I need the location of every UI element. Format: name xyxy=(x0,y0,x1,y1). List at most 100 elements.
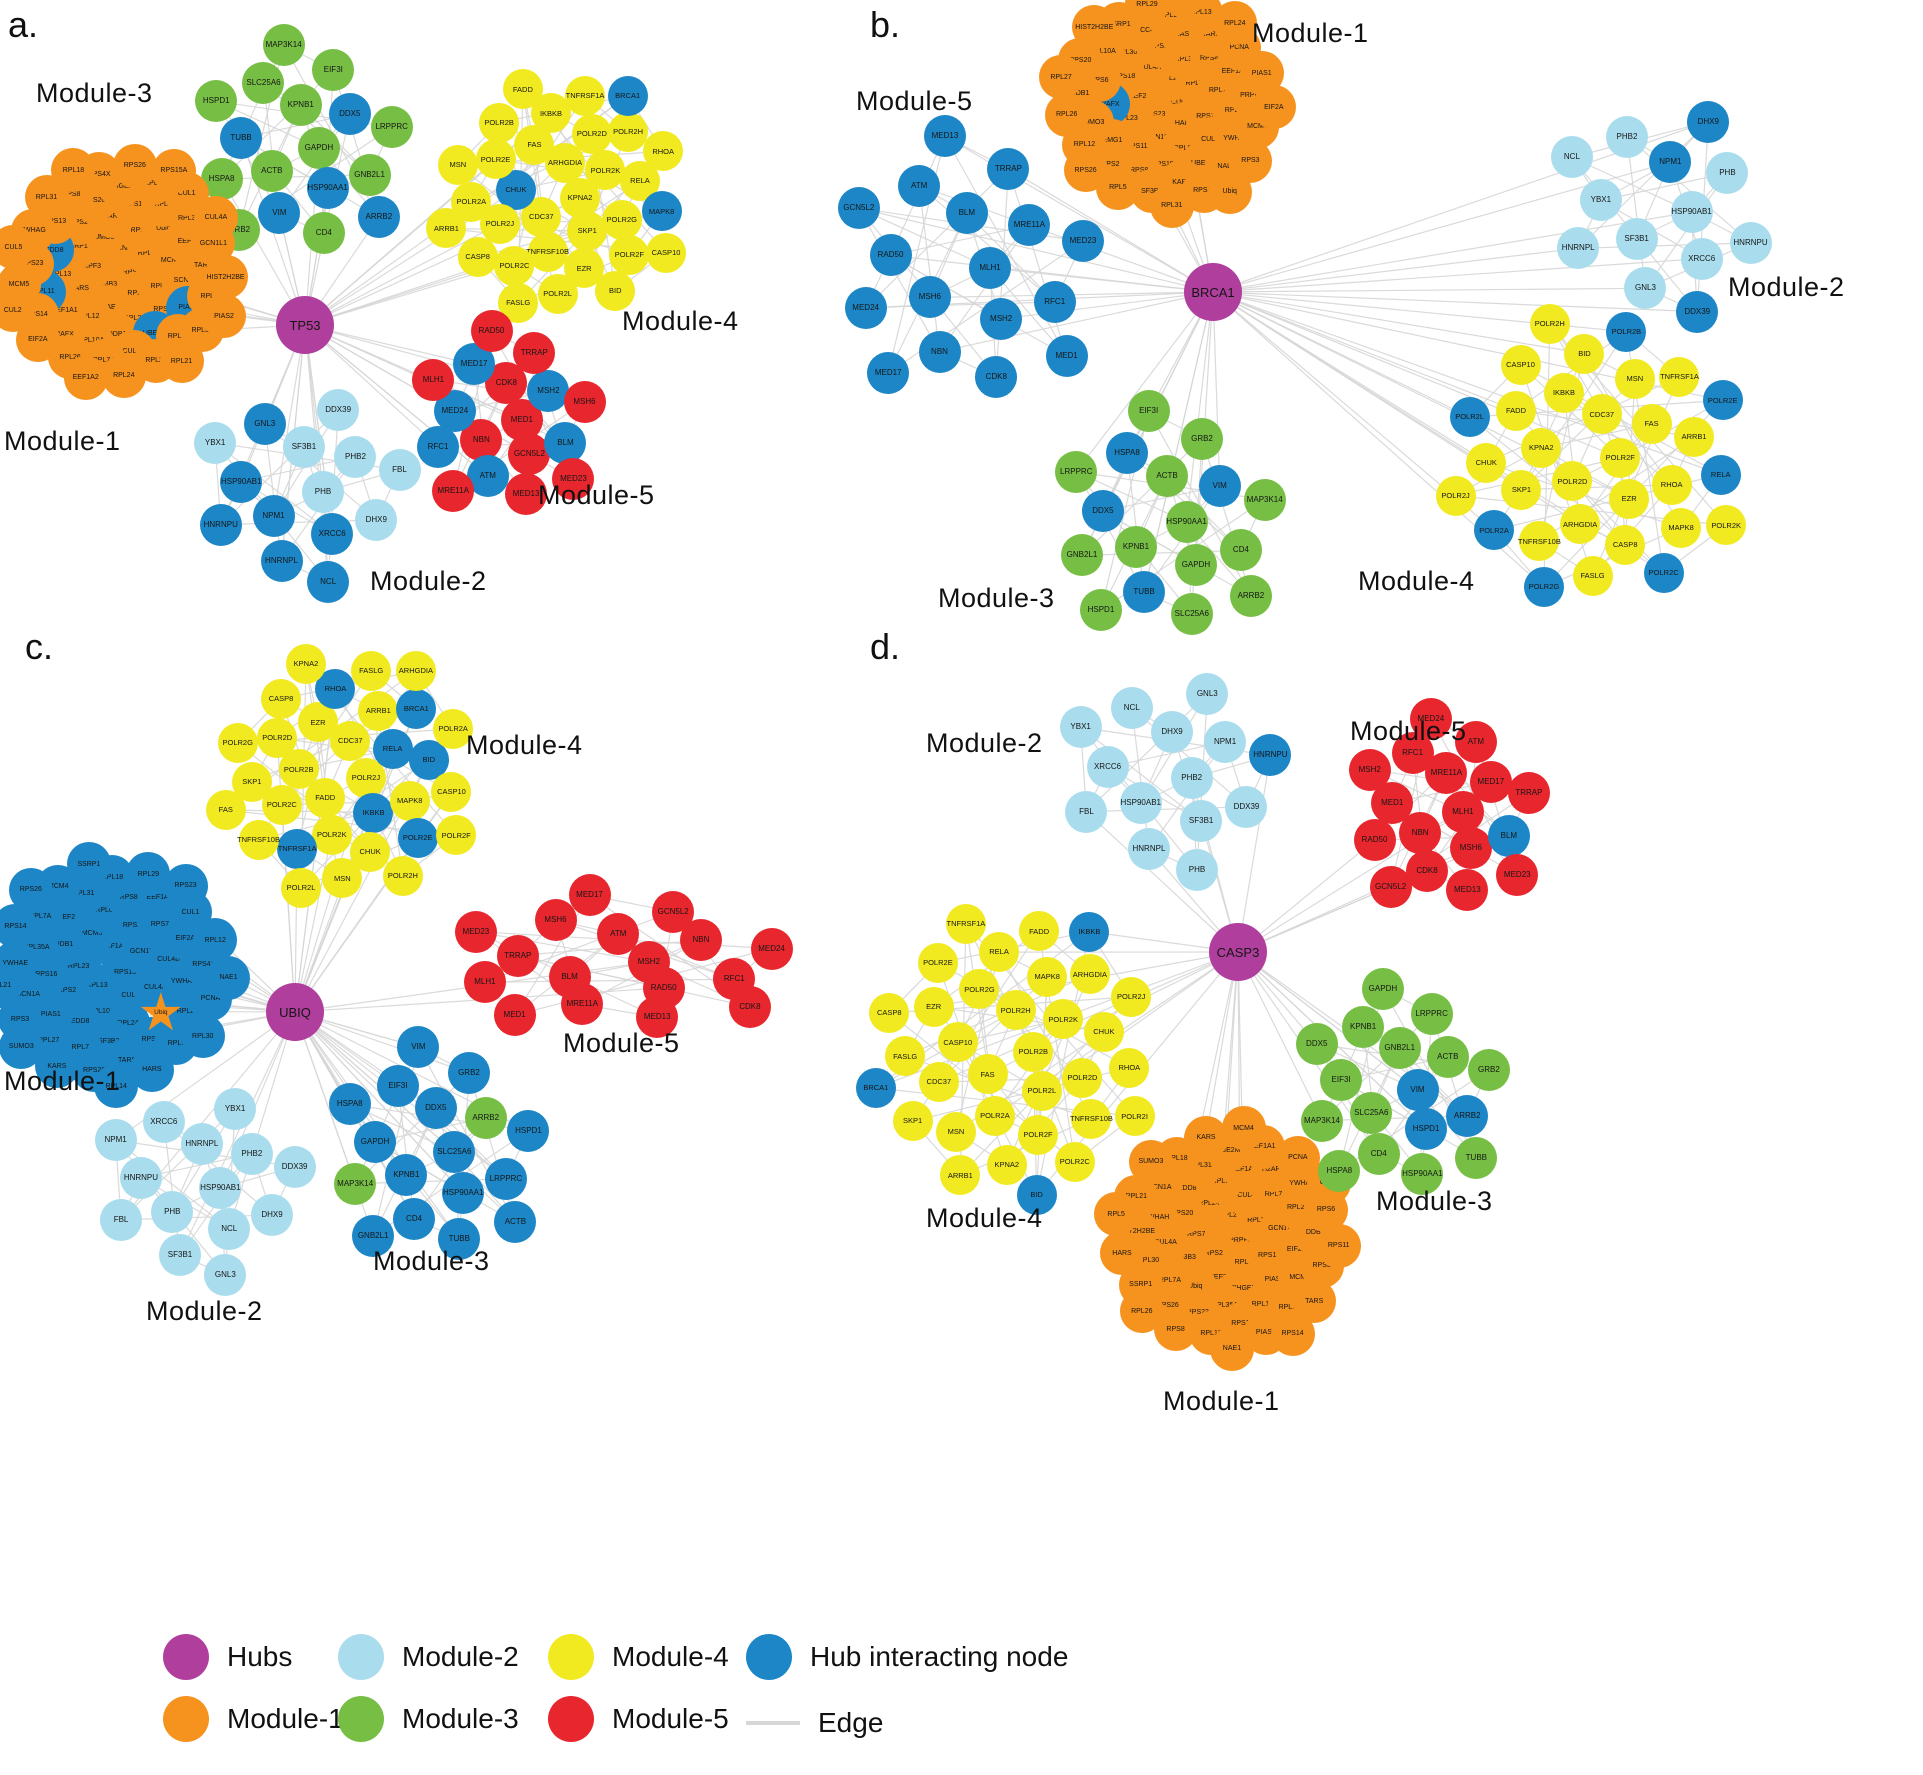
protein-node: RPL21 xyxy=(159,339,204,384)
protein-node: MAPK8 xyxy=(641,191,682,232)
edge xyxy=(1131,708,1150,849)
protein-node: HSP90AB1 xyxy=(220,460,263,503)
legend-item: Hub interacting node xyxy=(746,1633,1068,1681)
panel-letter: b. xyxy=(870,4,901,45)
protein-node: NCL xyxy=(1110,687,1153,730)
protein-node: POLR2H xyxy=(1529,304,1570,344)
protein-node: PHB xyxy=(1706,151,1749,194)
legend-swatch xyxy=(163,1634,209,1680)
protein-node: VIM xyxy=(1198,464,1241,507)
protein-node: DHX9 xyxy=(1687,100,1730,143)
legend-swatch xyxy=(548,1696,594,1742)
protein-node: POLR2B xyxy=(1013,1032,1054,1072)
protein-node: Ubiq xyxy=(1207,169,1252,214)
protein-node: GNL3 xyxy=(243,403,286,446)
protein-node: MED17 xyxy=(453,343,496,386)
protein-node: HIST2H2BE xyxy=(1072,5,1117,50)
protein-node: CASP8 xyxy=(869,992,910,1033)
legend-label: Module-5 xyxy=(612,1703,729,1734)
protein-node: YBX1 xyxy=(1579,179,1622,222)
protein-node: RELA xyxy=(372,729,413,769)
protein-node: MSH6 xyxy=(908,276,951,319)
legend-edge-line xyxy=(746,1721,800,1725)
protein-node: FADD xyxy=(305,777,346,818)
hub-node-ubiq: UBIQ xyxy=(266,983,324,1041)
module-label: Module-1 xyxy=(4,426,121,456)
protein-node: RPS26 xyxy=(8,867,53,912)
protein-node: BRCA1 xyxy=(855,1067,896,1108)
edge xyxy=(890,254,1067,357)
protein-node: DDX5 xyxy=(414,1087,457,1130)
legend-label: Module-4 xyxy=(612,1641,729,1672)
edge xyxy=(933,930,1040,1008)
protein-node: CD4 xyxy=(1219,529,1262,572)
protein-node: CASP10 xyxy=(1500,345,1541,386)
protein-node: MSH6 xyxy=(534,899,577,942)
protein-node: DDX5 xyxy=(328,93,371,136)
legend-label: Module-1 xyxy=(227,1703,344,1734)
protein-node: POLR2J xyxy=(1111,976,1152,1017)
hub-node-casp3: CASP3 xyxy=(1209,923,1267,981)
hub-node-tp53: TP53 xyxy=(276,296,334,354)
protein-node: EIF2A xyxy=(1251,85,1296,130)
protein-node: TNFRSF1A xyxy=(1659,356,1700,397)
protein-node: EIF3I xyxy=(1320,1059,1363,1102)
protein-node: GCN5L2 xyxy=(837,187,880,230)
protein-node: GRB2 xyxy=(1181,417,1223,460)
protein-node: HSPD1 xyxy=(1079,589,1122,632)
protein-node: ACTB xyxy=(494,1201,537,1244)
protein-node: POLR2A xyxy=(1474,510,1515,551)
edge xyxy=(858,207,991,269)
protein-node: POLR2D xyxy=(1552,461,1593,502)
edge xyxy=(858,207,1214,293)
protein-node: POLR2D xyxy=(257,717,298,758)
protein-node: GCN5L2 xyxy=(652,890,695,933)
protein-node: TNFRSF10B xyxy=(1518,521,1561,562)
protein-node: GCN5L2 xyxy=(1369,865,1412,908)
hub-node-brca1: BRCA1 xyxy=(1184,263,1242,321)
protein-node: RPS14 xyxy=(1270,1311,1315,1356)
protein-node: RPL12 xyxy=(193,918,238,963)
protein-node: POLR2L xyxy=(1021,1070,1062,1111)
protein-node: MED13 xyxy=(1446,868,1489,911)
protein-node: HSP90AA1 xyxy=(1165,501,1208,543)
protein-node: XRCC6 xyxy=(1680,237,1723,280)
protein-node: RFC1 xyxy=(1033,280,1076,323)
protein-node: MED13 xyxy=(923,115,966,158)
protein-node: HNRNPU xyxy=(199,503,242,546)
protein-node: KPNB1 xyxy=(1342,1005,1385,1048)
protein-node: TRRAP xyxy=(1507,772,1550,815)
protein-node: GNB2L1 xyxy=(1378,1026,1421,1069)
module-label: Module-1 xyxy=(1163,1386,1280,1416)
protein-node: POLR2D xyxy=(571,114,612,155)
protein-node: ACTB xyxy=(1426,1036,1469,1079)
edge xyxy=(1212,287,1646,293)
module-label: Module-3 xyxy=(373,1246,490,1276)
protein-node: FAS xyxy=(205,789,246,830)
protein-node: RAD50 xyxy=(470,310,513,353)
protein-node: MCM4 xyxy=(1221,1106,1266,1151)
protein-node: NCL xyxy=(307,560,350,603)
edge xyxy=(1085,693,1208,813)
protein-node: RFC1 xyxy=(1391,732,1434,775)
protein-node: RPL31 xyxy=(1149,183,1194,228)
protein-node: POLR2K xyxy=(1706,505,1747,546)
protein-node: POLR2B xyxy=(479,102,520,143)
protein-node: GRB2 xyxy=(447,1051,490,1094)
protein-node: MAP3K14 xyxy=(262,24,305,67)
protein-node: NPM1 xyxy=(94,1119,137,1162)
protein-node: SF3B1 xyxy=(1615,217,1658,260)
protein-node: ATM xyxy=(1454,720,1497,763)
protein-node: IKBKB xyxy=(1544,372,1584,413)
edge xyxy=(120,1108,236,1221)
protein-node: POLR2G xyxy=(601,199,642,240)
protein-node: IKBKB xyxy=(1069,911,1110,952)
protein-node: DDX5 xyxy=(1295,1023,1338,1066)
edge xyxy=(294,1011,455,1153)
module-label: Module-4 xyxy=(926,1203,1043,1233)
module-label: Module-3 xyxy=(36,78,153,108)
edge xyxy=(1075,471,1145,593)
protein-node: LRPPRC xyxy=(484,1157,527,1200)
legend-item: Module-2 xyxy=(338,1633,519,1681)
